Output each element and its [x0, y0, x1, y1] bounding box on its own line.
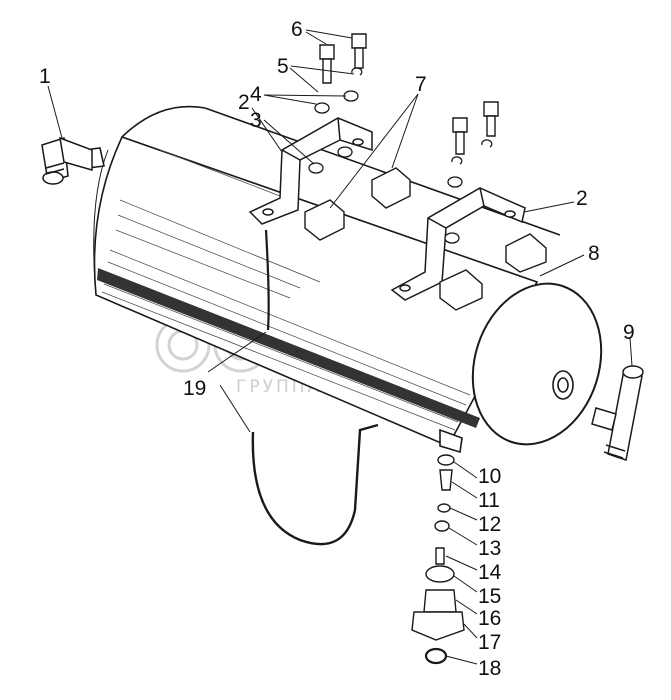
- tank-lower-band: [97, 268, 480, 428]
- callout-2-lower: 2: [576, 187, 588, 210]
- callout-14: 14: [478, 561, 502, 584]
- end-boss: [552, 370, 574, 400]
- callout-11: 11: [478, 489, 500, 512]
- clamp-pad-lower-right: [505, 233, 547, 273]
- strap-installed: [264, 229, 270, 331]
- callout-8: 8: [588, 242, 600, 265]
- callout-17: 17: [478, 631, 502, 654]
- callout-16: 16: [478, 607, 502, 630]
- callout-19: 19: [183, 377, 207, 400]
- callout-15: 15: [478, 585, 502, 608]
- bolts: [319, 33, 499, 155]
- part-18: [424, 647, 448, 665]
- callout-3: 3: [250, 109, 262, 132]
- part-17: [411, 611, 465, 641]
- callout-7: 7: [415, 73, 427, 96]
- air-tank: [83, 105, 603, 454]
- part-12: [437, 503, 451, 513]
- callout-12: 12: [478, 513, 502, 536]
- callout-5: 5: [277, 55, 289, 78]
- part-16: [423, 589, 457, 613]
- clamp-pad-upper-left: [304, 199, 345, 241]
- callout-2-upper: 2: [238, 91, 250, 114]
- callout-18: 18: [478, 657, 502, 680]
- clamp-pads: [304, 167, 547, 311]
- tee-fitting: [591, 365, 644, 461]
- part-11: [439, 469, 453, 491]
- nuts-and-washers: [308, 67, 493, 244]
- bracket-right: [390, 187, 526, 301]
- part-14: [435, 547, 445, 565]
- strap-loose: [251, 423, 379, 546]
- elbow-fitting: [41, 136, 93, 185]
- clamp-pad-upper-right: [371, 167, 411, 209]
- bracket-left: [248, 117, 373, 225]
- callout-13: 13: [478, 537, 502, 560]
- callout-9: 9: [623, 321, 635, 344]
- drain-boss: [439, 428, 463, 454]
- drain-valve-stack: [411, 454, 465, 665]
- callout-1: 1: [39, 65, 51, 88]
- callout-6: 6: [291, 18, 303, 41]
- callout-4: 4: [250, 83, 262, 106]
- clamp-pad-lower-left: [439, 269, 483, 311]
- callout-10: 10: [478, 465, 502, 488]
- part-10: [437, 454, 455, 466]
- part-13: [434, 520, 450, 532]
- leader-lines: [47, 29, 633, 665]
- part-15: [425, 565, 455, 583]
- end-boss-hole: [557, 377, 569, 393]
